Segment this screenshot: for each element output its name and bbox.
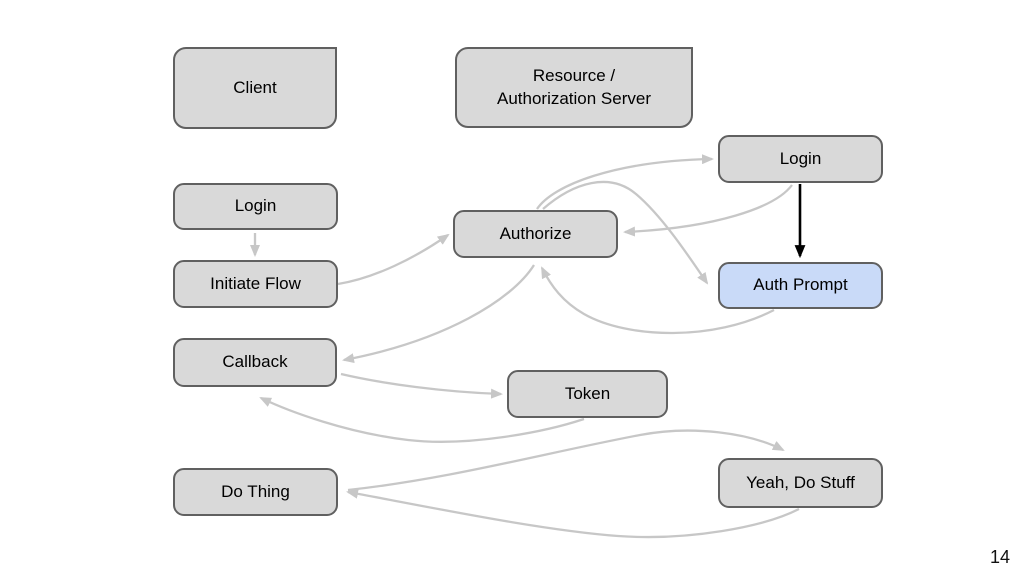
edge-do-thing-to-yeah-do-stuff (347, 429, 785, 492)
edge-auth-prompt-to-authorize (540, 266, 775, 335)
node-do-thing: Do Thing (173, 468, 338, 516)
node-auth-prompt: Auth Prompt (718, 262, 883, 309)
node-yeah-do-stuff: Yeah, Do Stuff (718, 458, 883, 508)
edge-authorize-to-callback (342, 264, 535, 364)
node-token: Token (507, 370, 668, 418)
edge-yeah-do-stuff-to-do-thing (346, 488, 800, 539)
edge-authorize-to-login-server (536, 154, 714, 210)
node-resource-auth-server: Resource / Authorization Server (455, 47, 693, 128)
edge-login-server-to-authorize (623, 184, 793, 237)
node-authorize: Authorize (453, 210, 618, 258)
edge-callback-to-token (340, 372, 503, 399)
node-login-server: Login (718, 135, 883, 183)
edge-initiate-flow-to-authorize (337, 233, 450, 286)
edge-authorize-to-auth-prompt (542, 180, 709, 285)
node-client: Client (173, 47, 337, 129)
node-callback: Callback (173, 338, 337, 387)
edge-token-to-callback (259, 396, 585, 443)
node-login-client: Login (173, 183, 338, 230)
page-number: 14 (989, 547, 1010, 567)
node-initiate-flow: Initiate Flow (173, 260, 338, 308)
